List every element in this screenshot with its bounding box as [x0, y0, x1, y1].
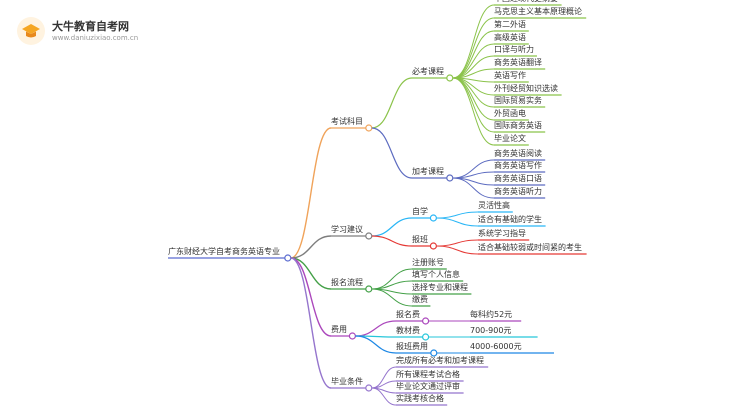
root-node: 广东财经大学自考商务英语专业 [168, 247, 280, 256]
node-connector-dot [422, 317, 430, 325]
connector-line [452, 30, 495, 79]
branch-node: 费用 [331, 325, 347, 334]
connector-line [290, 235, 332, 259]
leaf-node: 口译与听力 [494, 45, 534, 54]
leaf-node: 每科约52元 [470, 310, 513, 319]
leaf-node: 选择专业和课程 [412, 283, 468, 292]
sub-branch-node: 报班费用 [396, 342, 428, 351]
connector-line [452, 55, 495, 79]
sub-branch-node: 加考课程 [412, 167, 444, 176]
connector-line [452, 77, 495, 121]
connector-line [436, 245, 479, 255]
leaf-node: 商务英语听力 [494, 187, 542, 196]
connector-line [371, 268, 413, 290]
connector-line [371, 387, 397, 406]
leaf-node: 中国近现代史纲要 [494, 0, 558, 4]
leaf-node: 毕业论文通过评审 [396, 382, 460, 391]
branch-node: 报名流程 [331, 278, 363, 287]
connector-line [452, 77, 495, 146]
leaf-node: 外贸函电 [494, 109, 526, 118]
leaf-node: 灵活性高 [478, 201, 510, 210]
connector-line [355, 320, 397, 337]
connector-line [436, 211, 479, 219]
sub-branch-node: 报名费 [396, 310, 420, 319]
leaf-node: 毕业论文 [494, 134, 526, 143]
leaf-node: 英语写作 [494, 71, 526, 80]
leaf-node: 国际贸易实务 [494, 96, 542, 105]
leaf-node: 系统学习指导 [478, 229, 526, 238]
connector-line [290, 257, 332, 389]
sub-branch-node: 报班 [412, 235, 428, 244]
connector-line [371, 127, 413, 179]
leaf-node: 外刊经贸知识选读 [494, 84, 558, 93]
leaf-node: 第二外语 [494, 20, 526, 29]
connector-line [436, 217, 479, 227]
node-connector-dot [429, 214, 437, 222]
connector-line [436, 239, 479, 247]
sub-branch-node: 教材费 [396, 326, 420, 335]
node-connector-dot [365, 384, 373, 392]
connector-line [371, 235, 413, 247]
branch-node: 学习建议 [331, 225, 363, 234]
leaf-node: 填写个人信息 [412, 270, 460, 279]
branch-node: 考试科目 [331, 117, 363, 126]
leaf-node: 商务英语阅读 [494, 149, 542, 158]
leaf-node: 国际商务英语 [494, 121, 542, 130]
connector-line [371, 77, 413, 129]
leaf-node: 所有课程考试合格 [396, 370, 460, 379]
leaf-node: 4000-6000元 [470, 342, 522, 351]
branch-node: 毕业条件 [331, 377, 363, 386]
leaf-node: 马克思主义基本原理概论 [494, 7, 582, 16]
node-connector-dot [365, 232, 373, 240]
leaf-node: 高级英语 [494, 33, 526, 42]
node-connector-dot [429, 242, 437, 250]
node-connector-dot [446, 174, 454, 182]
connector-line [452, 77, 495, 108]
connector-line [290, 257, 332, 337]
sub-branch-node: 必考课程 [412, 67, 444, 76]
leaf-node: 实践考核合格 [396, 394, 444, 403]
leaf-node: 适合有基础的学生 [478, 215, 542, 224]
graduation-cap-icon [17, 17, 45, 45]
connector-line [371, 288, 413, 307]
leaf-node: 缴费 [412, 295, 428, 304]
connector-line [452, 177, 495, 199]
leaf-node: 商务英语写作 [494, 161, 542, 170]
node-connector-dot [284, 254, 292, 262]
node-connector-dot [422, 333, 430, 341]
connector-line [355, 335, 397, 354]
node-connector-dot [365, 124, 373, 132]
node-connector-dot [348, 332, 356, 340]
connector-line [290, 127, 332, 259]
node-connector-dot [365, 285, 373, 293]
leaf-node: 商务英语翻译 [494, 58, 542, 67]
connector-line [290, 257, 332, 290]
site-name: 大牛教育自考网 [52, 20, 129, 33]
site-logo[interactable]: 大牛教育自考网 www.daniuzixiao.com.cn [16, 14, 139, 48]
leaf-node: 适合基础较弱或时间紧的考生 [478, 243, 582, 252]
leaf-node: 完成所有必考和加考课程 [396, 356, 484, 365]
sub-branch-node: 自学 [412, 207, 428, 216]
node-connector-dot [446, 74, 454, 82]
leaf-node: 注册账号 [412, 258, 444, 267]
site-url: www.daniuzixiao.com.cn [52, 34, 139, 42]
leaf-node: 商务英语口语 [494, 174, 542, 183]
connector-line [371, 217, 413, 237]
leaf-node: 700-900元 [470, 326, 512, 335]
